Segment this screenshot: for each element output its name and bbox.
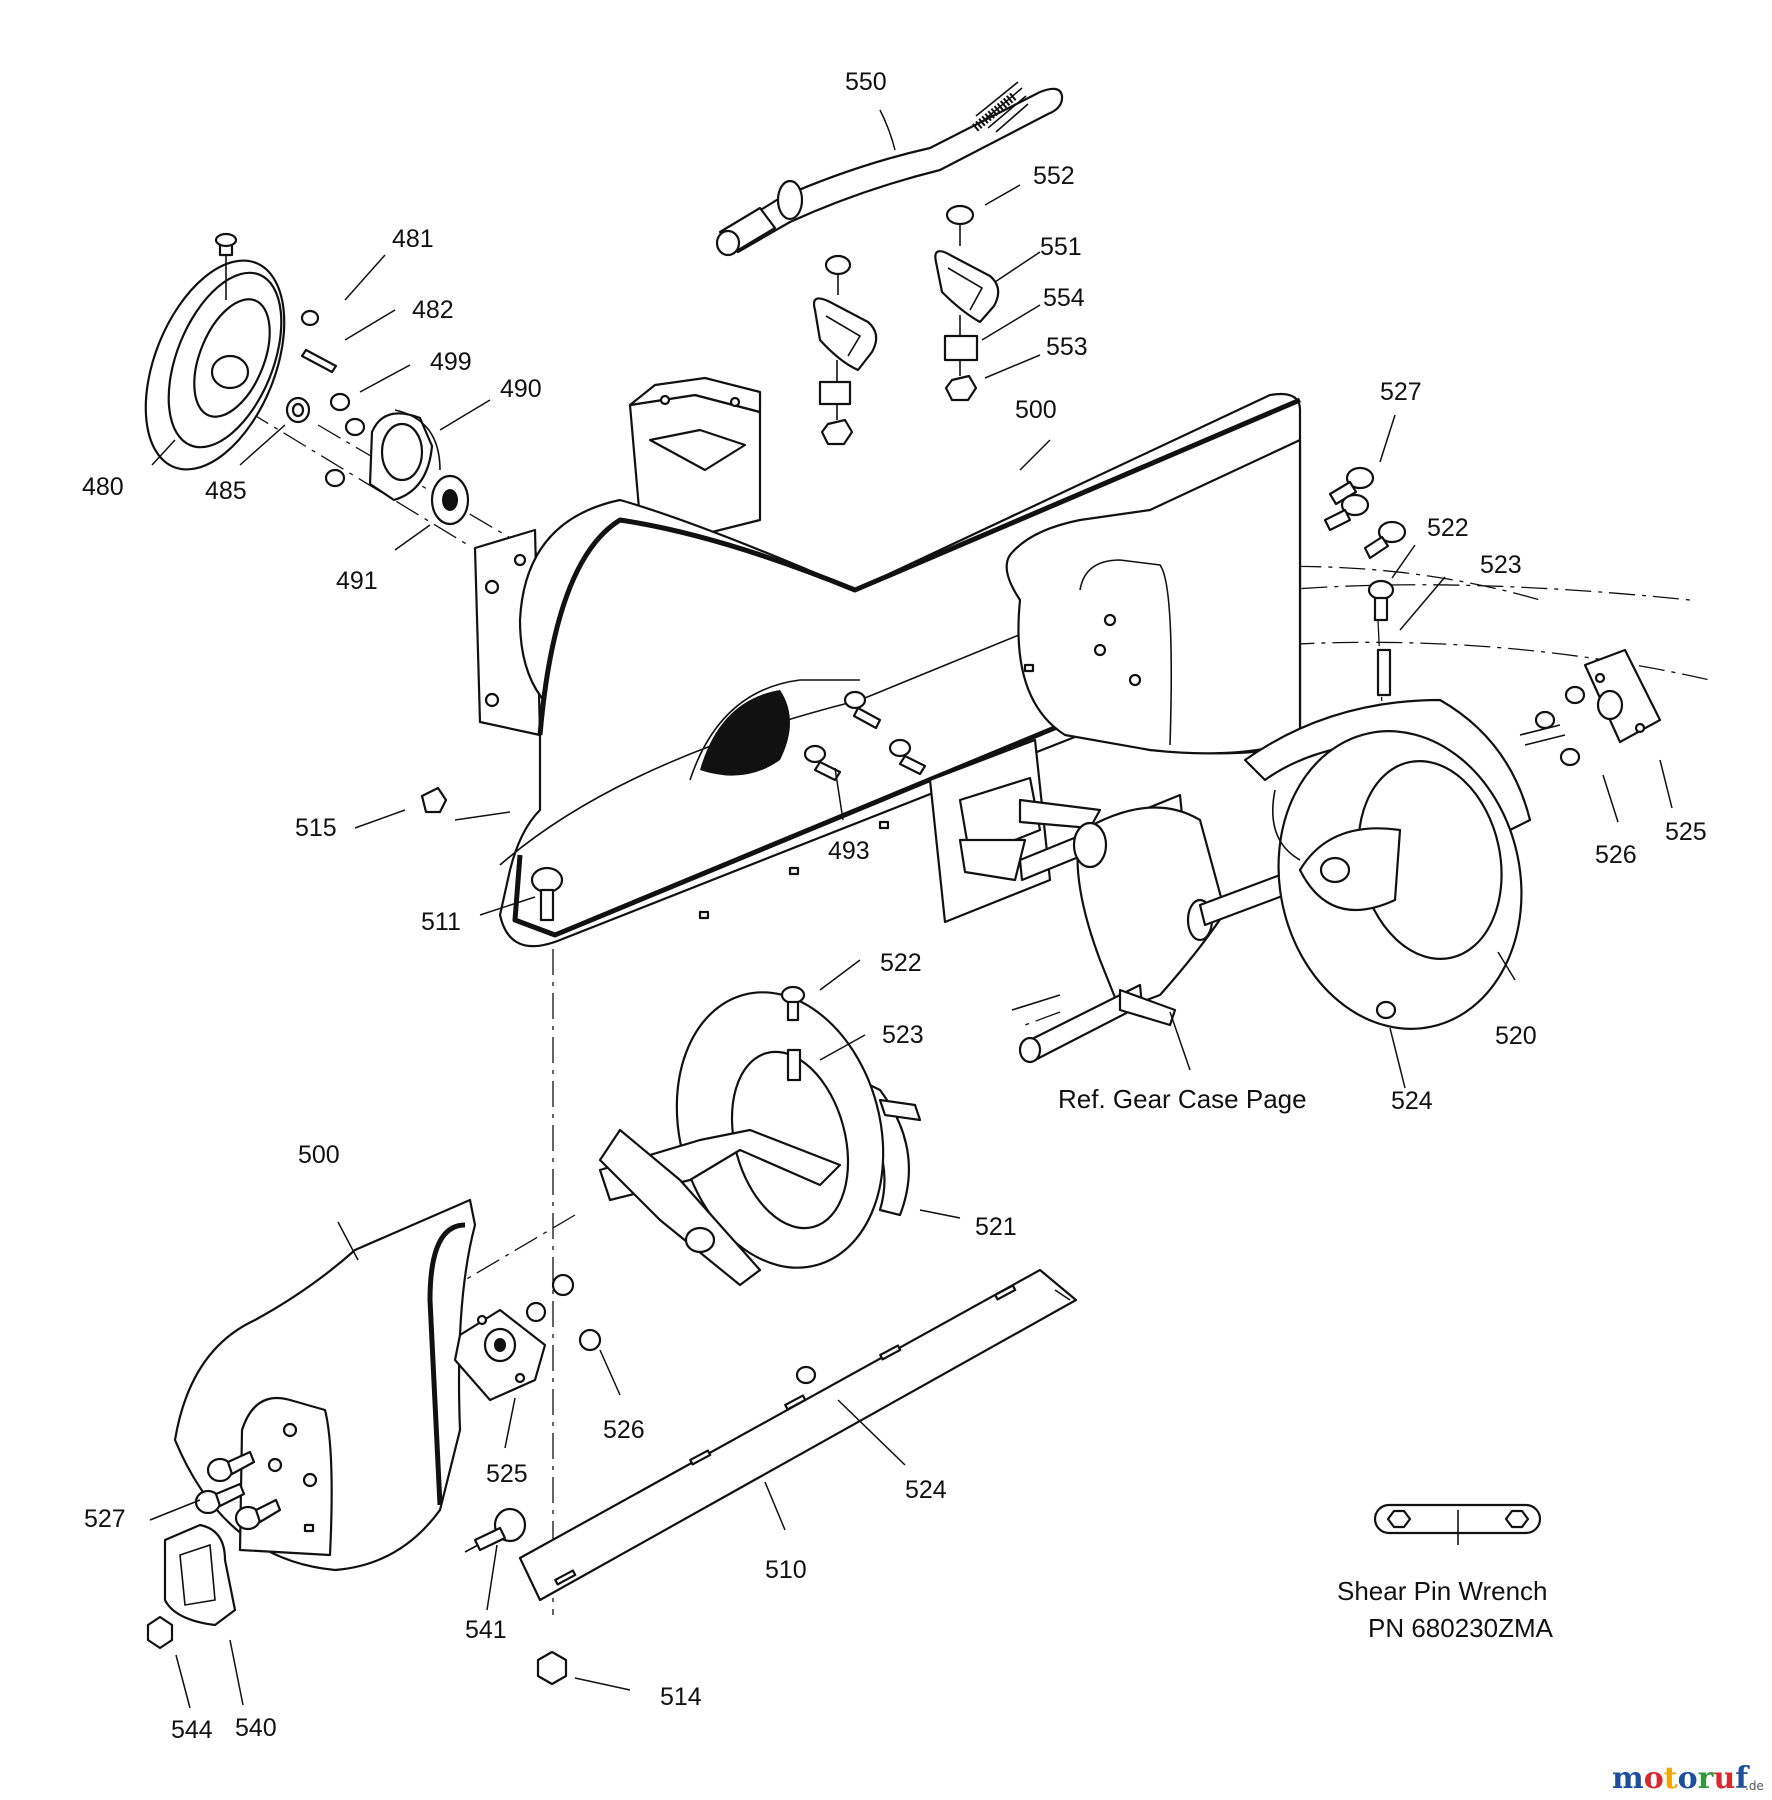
part-label: 540 [235, 1714, 277, 1742]
part-label: 490 [500, 375, 542, 403]
right-auger [1243, 579, 1662, 1030]
part-label: 522 [1427, 514, 1469, 542]
part-label: 524 [905, 1476, 947, 1504]
part-label: 522 [880, 949, 922, 977]
leader-lines [149, 109, 1673, 1709]
part-label: 541 [465, 1616, 507, 1644]
part-label: 553 [1046, 333, 1088, 361]
part-label: 491 [336, 567, 378, 595]
auger-housing-end [146, 1198, 602, 1686]
wrench-name: Shear Pin Wrench [1337, 1576, 1548, 1606]
small-fasteners [420, 786, 564, 922]
part-label: 526 [1595, 841, 1637, 869]
left-auger [598, 985, 922, 1385]
scraper-bar [518, 1268, 1078, 1602]
chute-clip-left [812, 254, 878, 446]
pulley [144, 232, 470, 526]
part-label: 481 [392, 225, 434, 253]
watermark-suffix: .de [1745, 1779, 1764, 1793]
part-label: 493 [828, 837, 870, 865]
part-labels: 550 552 551 554 553 481 482 499 490 500 … [82, 68, 1707, 1744]
part-label: 482 [412, 296, 454, 324]
part-label: 525 [1665, 818, 1707, 846]
part-label: 520 [1495, 1022, 1537, 1050]
part-label: 526 [603, 1416, 645, 1444]
discharge-crank [715, 81, 1064, 257]
part-label: 551 [1040, 233, 1082, 261]
part-label: 523 [882, 1021, 924, 1049]
wrench-part-number: PN 680230ZMA [1368, 1613, 1554, 1643]
part-label: 550 [845, 68, 887, 96]
housing-bolts [803, 690, 927, 782]
part-label: 499 [430, 348, 472, 376]
part-label: 480 [82, 473, 124, 501]
part-label: 514 [660, 1683, 702, 1711]
part-label: 524 [1391, 1087, 1433, 1115]
part-label: 515 [295, 814, 337, 842]
part-label: 552 [1033, 162, 1075, 190]
impeller-gearbox [928, 738, 1327, 1064]
part-label: 523 [1480, 551, 1522, 579]
gear-case-reference: Ref. Gear Case Page [1058, 1084, 1307, 1114]
part-label: 510 [765, 1556, 807, 1584]
part-label: 525 [486, 1460, 528, 1488]
part-label: 544 [171, 1716, 213, 1744]
part-label: 500 [1015, 396, 1057, 424]
part-label: 521 [975, 1213, 1017, 1241]
auger-housing-top [473, 376, 1302, 948]
part-label: 511 [421, 908, 461, 936]
upper-right-bolts [1323, 466, 1407, 560]
watermark-text: motoruf [1612, 1761, 1750, 1796]
part-label: 500 [298, 1141, 340, 1169]
part-label: 554 [1043, 284, 1085, 312]
part-label: 485 [205, 477, 247, 505]
part-label: 527 [1380, 378, 1422, 406]
diagram-notes: Ref. Gear Case Page Shear Pin Wrench PN … [1058, 1084, 1554, 1643]
watermark-logo: motoruf .de [1612, 1761, 1764, 1796]
part-label: 527 [84, 1505, 126, 1533]
chute-clip-right [934, 204, 1000, 402]
shear-pin-wrench [1373, 1503, 1542, 1545]
